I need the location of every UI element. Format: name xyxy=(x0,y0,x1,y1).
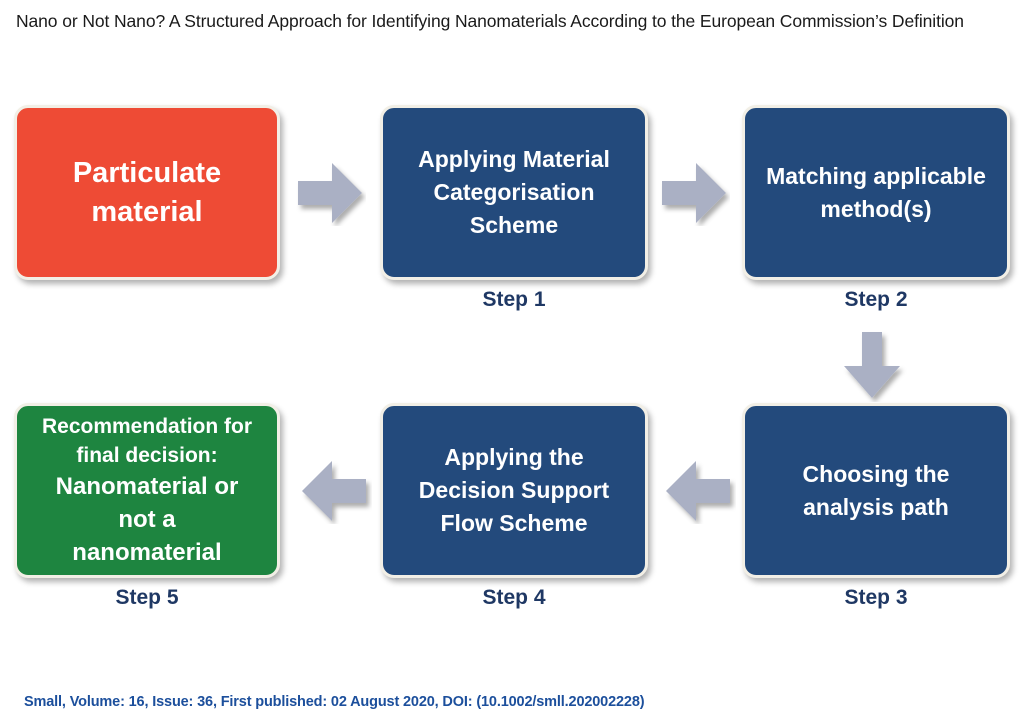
step-caption-4: Step 4 xyxy=(482,586,546,609)
step-caption-5: Step 5 xyxy=(115,586,179,609)
figure-title: Nano or Not Nano? A Structured Approach … xyxy=(16,11,964,31)
node-text-line: Choosing the xyxy=(802,460,950,487)
flow-node-recommendation-for-final-decision: Recommendation for final decision: Nanom… xyxy=(14,403,280,578)
arrow-down-icon xyxy=(841,330,907,402)
node-text-line: Matching applicable xyxy=(766,162,986,189)
flow-node-applying-the-decision-support-flow-scheme: Applying the Decision Support Flow Schem… xyxy=(380,403,648,578)
node-text-line: Applying Material xyxy=(418,146,610,172)
node-text-line: not a xyxy=(118,506,176,533)
node-text-line: nanomaterial xyxy=(72,539,222,566)
flow-node-matching-applicable-methods: Matching applicable method(s) xyxy=(742,105,1010,280)
node-text-line: material xyxy=(91,195,203,228)
node-text-line: Nanomaterial or xyxy=(55,473,239,500)
arrow-left-icon xyxy=(660,458,736,524)
step-caption-2: Step 2 xyxy=(844,288,908,311)
arrow-right-icon xyxy=(296,160,366,226)
arrow-right-icon xyxy=(660,160,730,226)
node-text-line: Scheme xyxy=(469,212,559,238)
arrow-left-icon xyxy=(296,458,372,524)
node-text-line: Flow Scheme xyxy=(440,510,588,536)
node-text-line: Applying the xyxy=(444,444,584,470)
figure-citation: Small, Volume: 16, Issue: 36, First publ… xyxy=(24,694,645,710)
node-text-line: Decision Support xyxy=(418,477,610,503)
node-heading-line: Recommendation for xyxy=(41,415,253,438)
flow-node-choosing-the-analysis-path: Choosing the analysis path xyxy=(742,403,1010,578)
step-caption-3: Step 3 xyxy=(844,586,908,609)
node-text-line: method(s) xyxy=(820,195,932,222)
node-text-line: Categorisation xyxy=(433,179,595,205)
node-text-line: Particulate xyxy=(72,156,222,189)
flow-node-particulate-material: Particulate material xyxy=(14,105,280,280)
flowchart-canvas: Particulate material Applying Material C… xyxy=(0,90,1024,650)
flow-node-applying-material-categorisation-scheme: Applying Material Categorisation Scheme xyxy=(380,105,648,280)
step-caption-1: Step 1 xyxy=(482,288,546,311)
node-heading-line: final decision: xyxy=(76,444,218,467)
node-text-line: analysis path xyxy=(803,493,949,520)
